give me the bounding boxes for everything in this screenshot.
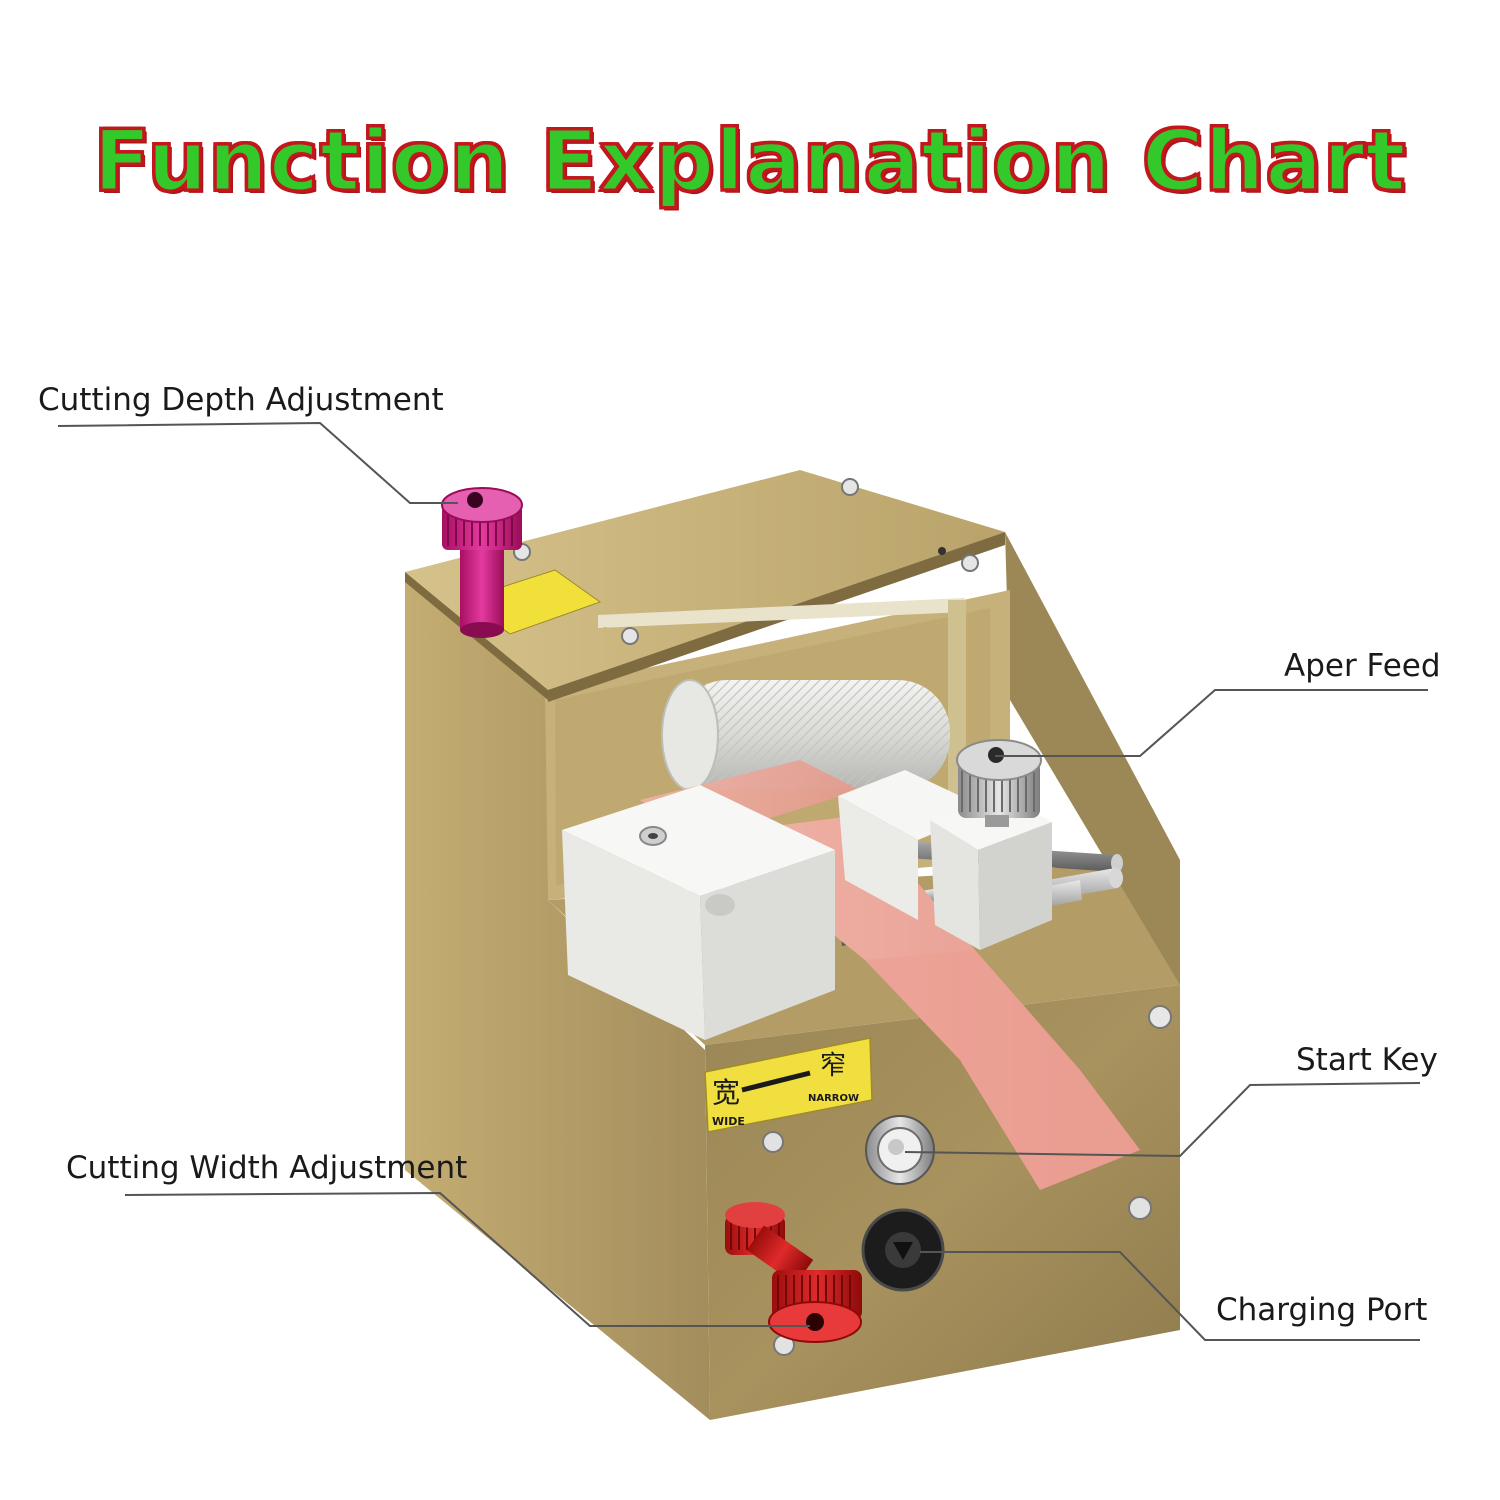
sticker-wide-label: WIDE bbox=[712, 1115, 745, 1128]
white-guide-block-left bbox=[562, 785, 835, 1040]
sticker-narrow-char: 窄 bbox=[820, 1051, 846, 1081]
label-start-key: Start Key bbox=[1296, 1042, 1438, 1078]
label-cutting-depth: Cutting Depth Adjustment bbox=[38, 382, 444, 418]
width-sticker: 宽 窄 WIDE NARROW bbox=[704, 1037, 873, 1133]
label-paper-feed: Aper Feed bbox=[1284, 648, 1441, 684]
leader-lines bbox=[57, 421, 1428, 1341]
start-key-icon[interactable] bbox=[865, 1115, 935, 1185]
leader-cutting-width bbox=[124, 1191, 810, 1327]
housing-front-panel bbox=[705, 985, 1180, 1420]
housing-right-wall bbox=[1005, 532, 1180, 985]
label-cutting-width: Cutting Width Adjustment bbox=[66, 1150, 468, 1186]
width-knob-icon[interactable] bbox=[725, 1202, 862, 1343]
charging-port-icon[interactable] bbox=[861, 1208, 945, 1292]
depth-knob-icon[interactable] bbox=[441, 487, 523, 638]
leader-charging-port bbox=[920, 1251, 1420, 1341]
housing-left-side bbox=[405, 572, 710, 1420]
label-charging-port: Charging Port bbox=[1216, 1292, 1428, 1328]
sticker-wide-char: 宽 bbox=[712, 1076, 740, 1109]
leader-start-key bbox=[904, 1082, 1421, 1158]
leader-paper-feed bbox=[995, 689, 1428, 757]
feed-knob-icon[interactable] bbox=[956, 739, 1042, 827]
fabric-roller bbox=[661, 679, 950, 791]
leader-cutting-depth bbox=[57, 421, 458, 504]
housing-top-lid bbox=[405, 470, 1005, 690]
sticker-narrow-label: NARROW bbox=[808, 1093, 859, 1104]
page-title: Function Explanation Chart bbox=[92, 111, 1407, 212]
